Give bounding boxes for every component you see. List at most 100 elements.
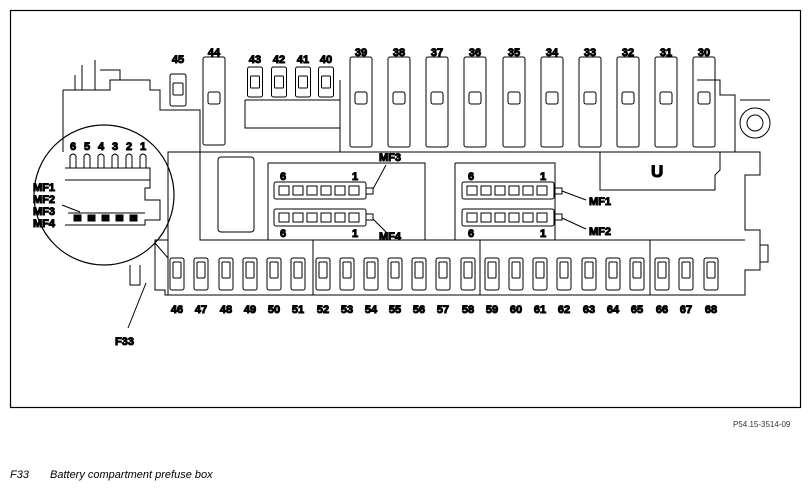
fuse-67: 67 [678, 257, 694, 317]
fuse-label: 46 [171, 304, 183, 316]
inset-pin [69, 153, 77, 168]
connector-socket [466, 212, 478, 223]
connector-socket [508, 185, 520, 196]
fuse-label: 33 [584, 47, 596, 59]
fuse-62: 62 [556, 257, 572, 317]
fuse-40: 40 [318, 54, 334, 98]
fuse-35: 35 [502, 47, 526, 148]
fuse-61: 61 [532, 257, 548, 317]
fuse-label: 36 [469, 47, 481, 59]
fuse-label: 41 [297, 54, 309, 66]
inset-pin-label: 1 [140, 141, 146, 153]
inset-pin-label: 5 [84, 141, 90, 153]
connector-socket [508, 212, 520, 223]
fuse-31: 31 [654, 47, 678, 148]
fuse-34: 34 [540, 47, 564, 148]
fuse-label: 48 [220, 304, 232, 316]
fuse-label: 56 [413, 304, 425, 316]
fuse-label: 61 [534, 304, 546, 316]
fuse-label: 50 [268, 304, 280, 316]
legend-code: F33 [10, 469, 29, 481]
fuse-53: 53 [339, 257, 355, 317]
fuse-label: 45 [172, 54, 184, 66]
connector-socket [480, 212, 492, 223]
fuse-label: 58 [462, 304, 474, 316]
fuse-56: 56 [411, 257, 427, 317]
fuse-52: 52 [315, 257, 331, 317]
legend-description: Battery compartment prefuse box [50, 469, 213, 481]
connector-socket [334, 185, 346, 196]
fuse-66: 66 [654, 257, 670, 317]
connector-socket [306, 212, 318, 223]
inset-pin-label: 2 [126, 141, 132, 153]
inset-pin [97, 153, 105, 168]
connector-socket [292, 185, 304, 196]
inset-socket [129, 214, 138, 222]
fuse-55: 55 [387, 257, 403, 317]
fuse-33: 33 [578, 47, 602, 148]
fuse-44: 44 [202, 47, 226, 146]
fuse-label: 30 [698, 47, 710, 59]
fuse-37: 37 [425, 47, 449, 148]
fuse-64: 64 [605, 257, 621, 317]
fuse-51: 51 [290, 257, 306, 317]
mf3-label: MF3 [379, 152, 401, 164]
relay-u-label: U [651, 162, 663, 181]
fuse-30: 30 [692, 47, 716, 148]
connector-socket [480, 185, 492, 196]
fuse-box-body [62, 60, 771, 296]
fuse-label: 62 [558, 304, 570, 316]
fuse-label: 51 [292, 304, 304, 316]
fuse-label: 32 [622, 47, 634, 59]
connector-socket [494, 185, 506, 196]
connector-socket [278, 212, 290, 223]
inset-row-label: MF3 [33, 206, 55, 218]
mf2-pin-1-label: 1 [540, 228, 546, 240]
fuse-label: 66 [656, 304, 668, 316]
f33-label: F33 [115, 336, 134, 348]
fuse-54: 54 [363, 257, 379, 317]
connector-socket [334, 212, 346, 223]
inset-row-label: MF4 [33, 218, 56, 230]
fuse-label: 43 [249, 54, 261, 66]
fuse-42: 42 [271, 54, 287, 98]
connector-socket [522, 185, 534, 196]
fuse-60: 60 [508, 257, 524, 317]
fuse-label: 40 [320, 54, 332, 66]
fuse-48: 48 [218, 257, 234, 317]
fuse-label: 39 [355, 47, 367, 59]
fuse-label: 49 [244, 304, 256, 316]
mf2-label: MF2 [589, 226, 611, 238]
fuse-32: 32 [616, 47, 640, 148]
mf4-pin-1-label: 1 [352, 228, 358, 240]
fuse-label: 54 [365, 304, 378, 316]
fuse-58: 58 [460, 257, 476, 317]
fuse-47: 47 [193, 257, 209, 317]
fuse-label: 60 [510, 304, 522, 316]
mf1-label: MF1 [589, 196, 611, 208]
fuse-label: 59 [486, 304, 498, 316]
fuse-label: 64 [607, 304, 620, 316]
connector-socket [292, 212, 304, 223]
mf1-pin-1-label: 1 [540, 171, 546, 183]
figure-reference: P54.15-3514-09 [733, 420, 791, 429]
fuse-63: 63 [581, 257, 597, 317]
fuse-41: 41 [295, 54, 311, 98]
fuse-46: 46 [169, 257, 185, 317]
mf1-pin-6-label: 6 [468, 171, 474, 183]
inset-pin [139, 153, 147, 168]
fuse-label: 44 [208, 47, 221, 59]
fuse-50: 50 [266, 257, 282, 317]
fuse-label: 63 [583, 304, 595, 316]
connector-mf3-mf4: 6 1 6 1 MF3 MF4 [273, 152, 402, 244]
fuse-label: 47 [195, 304, 207, 316]
fuse-label: 68 [705, 304, 717, 316]
mf4-pin-6-label: 6 [280, 228, 286, 240]
fuse-label: 65 [631, 304, 643, 316]
connector-socket [348, 212, 360, 223]
connector-socket [522, 212, 534, 223]
inset-socket [73, 214, 82, 222]
fuse-45: 45 [169, 54, 187, 107]
inset-socket [115, 214, 124, 222]
